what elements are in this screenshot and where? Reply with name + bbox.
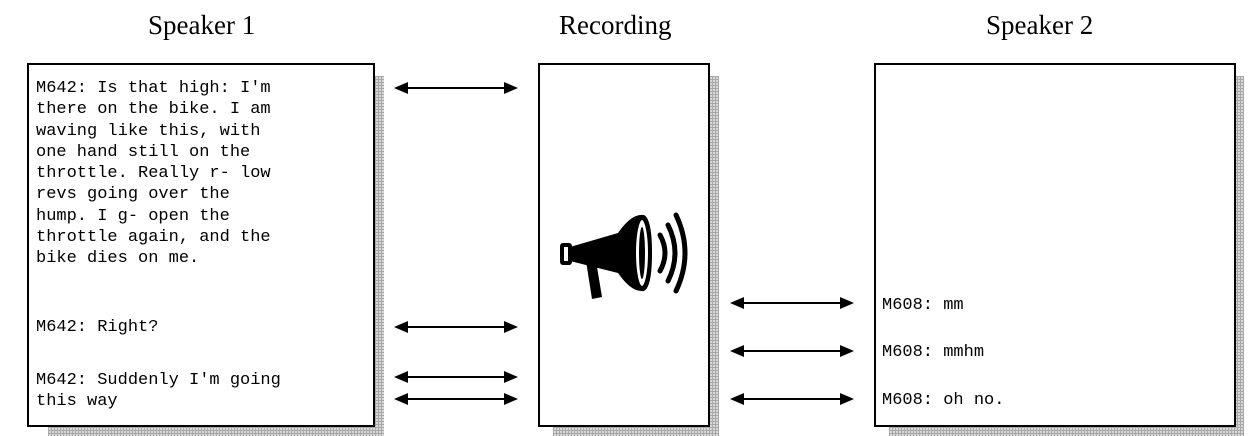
double-headed-arrow-icon <box>394 371 518 383</box>
speaker1-utterance-2: M642: Right? <box>36 318 159 337</box>
recording-heading: Recording <box>559 10 672 40</box>
speaker2-utterance-1: M608: mm <box>882 296 964 315</box>
double-headed-arrow-icon <box>394 82 518 94</box>
double-headed-arrow-icon <box>394 321 518 333</box>
speaker2-utterance-3: M608: oh no. <box>882 391 1005 410</box>
speaker1-utterance-1: M642: Is that high: I'm there on the bik… <box>36 79 271 269</box>
speaker1-heading: Speaker 1 <box>148 10 256 40</box>
speaker1-panel <box>27 63 375 427</box>
double-headed-arrow-icon <box>730 393 854 405</box>
double-headed-arrow-icon <box>730 297 854 309</box>
speaker2-panel <box>874 63 1236 427</box>
megaphone-icon <box>560 212 688 299</box>
speaker2-utterance-2: M608: mmhm <box>882 343 985 362</box>
speaker1-utterance-3: M642: Suddenly I'm going this way <box>36 371 281 412</box>
speaker2-heading: Speaker 2 <box>986 10 1094 40</box>
double-headed-arrow-icon <box>730 345 854 357</box>
double-headed-arrow-icon <box>394 393 518 405</box>
